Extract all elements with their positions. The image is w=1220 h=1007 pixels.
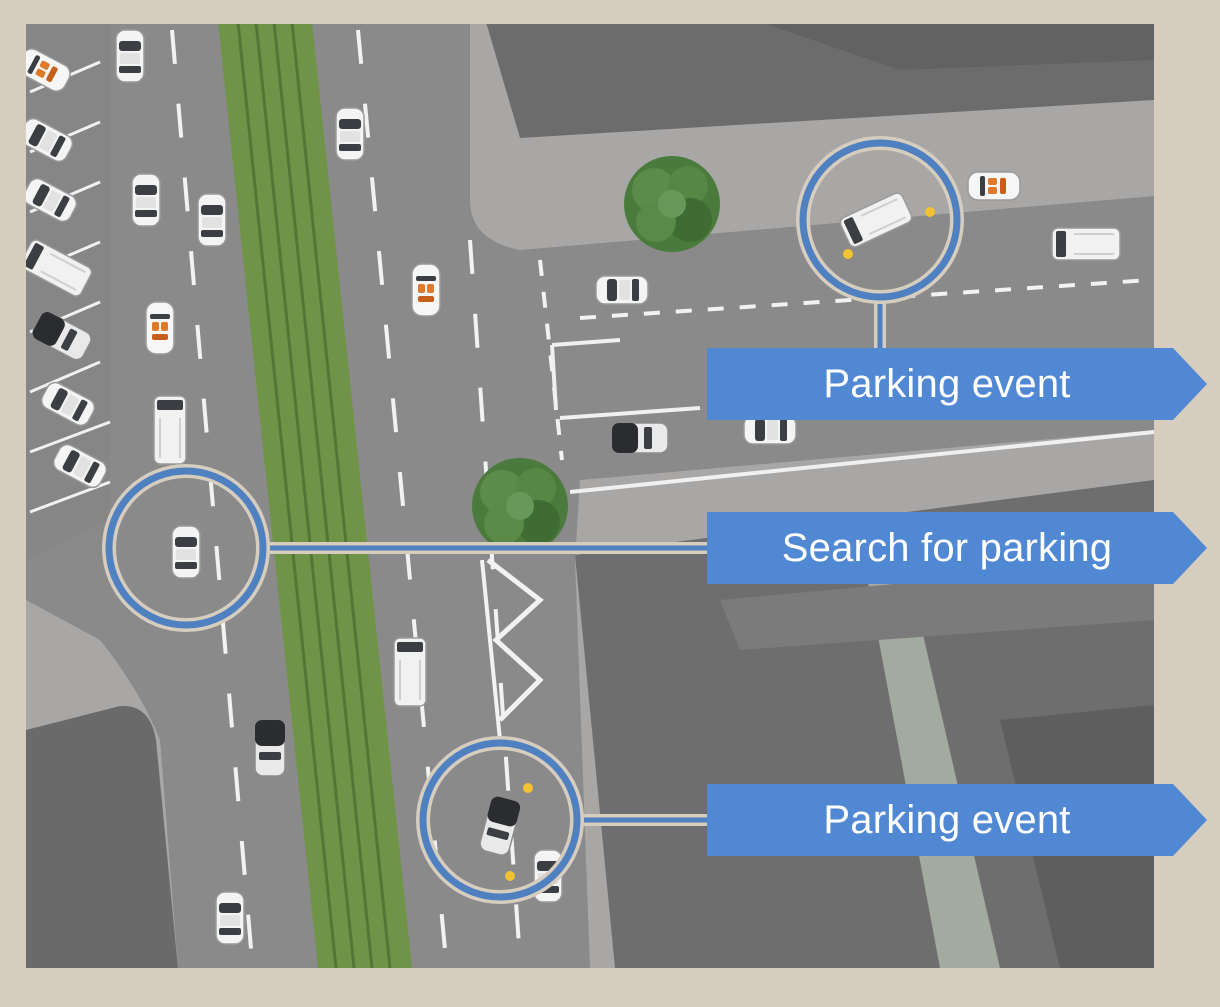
callout-label: Parking event [823, 798, 1071, 842]
callout-label: Search for parking [781, 526, 1113, 570]
building-bottom-left [26, 705, 178, 968]
building-top-right-2 [760, 22, 1154, 70]
highlight-ring-parking-top [796, 136, 964, 304]
callout-parking-event-bottom: Parking event [707, 784, 1207, 856]
callout-label: Parking event [823, 362, 1071, 406]
tram-median [218, 22, 412, 968]
callout-parking-event-top: Parking event [707, 348, 1207, 420]
tree-middle [472, 458, 568, 554]
highlight-ring-search [102, 464, 270, 632]
callout-search-for-parking: Search for parking [707, 512, 1207, 584]
tree-top [624, 156, 720, 252]
connector-lines [264, 298, 886, 826]
highlight-ring-parking-bottom [416, 736, 584, 904]
